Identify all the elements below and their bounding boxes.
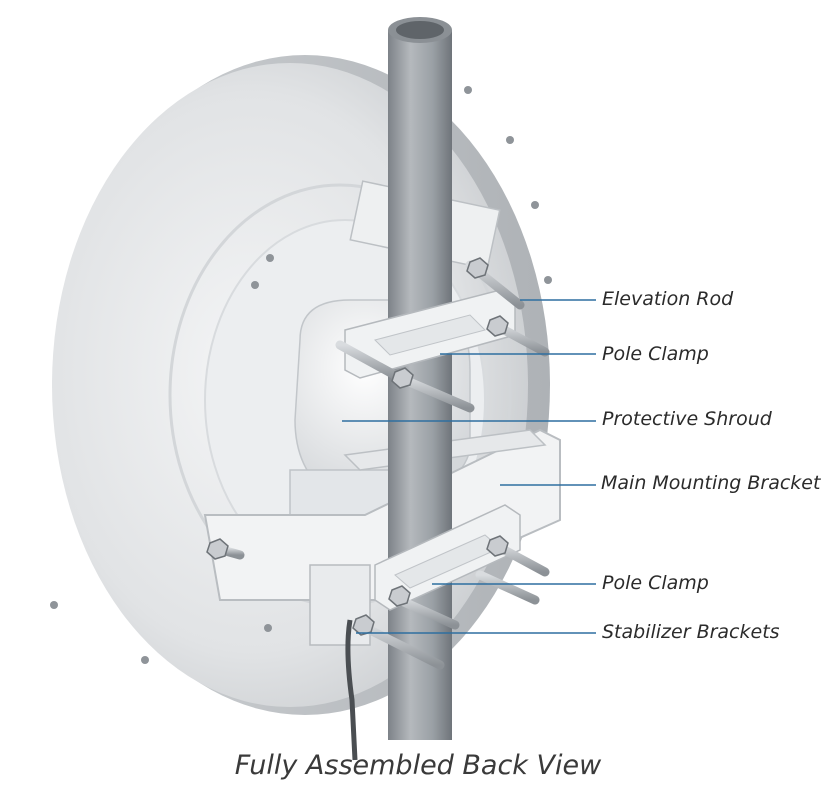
cable bbox=[345, 619, 358, 761]
lower-pole-clamp bbox=[374, 504, 521, 611]
figure-caption: Fully Assembled Back View bbox=[234, 750, 602, 781]
callout-protective-shroud: Protective Shroud bbox=[602, 408, 772, 430]
callout-elevation-rod: Elevation Rod bbox=[602, 288, 734, 310]
nuts bbox=[206, 257, 509, 636]
callout-stabilizer-brackets: Stabilizer Brackets bbox=[602, 621, 780, 643]
callout-pole-clamp-lower: Pole Clamp bbox=[602, 572, 709, 594]
callout-main-mounting-bracket: Main Mounting Bracket bbox=[601, 472, 821, 494]
callout-pole-clamp-upper: Pole Clamp bbox=[602, 343, 709, 365]
leader-lines bbox=[342, 299, 596, 634]
